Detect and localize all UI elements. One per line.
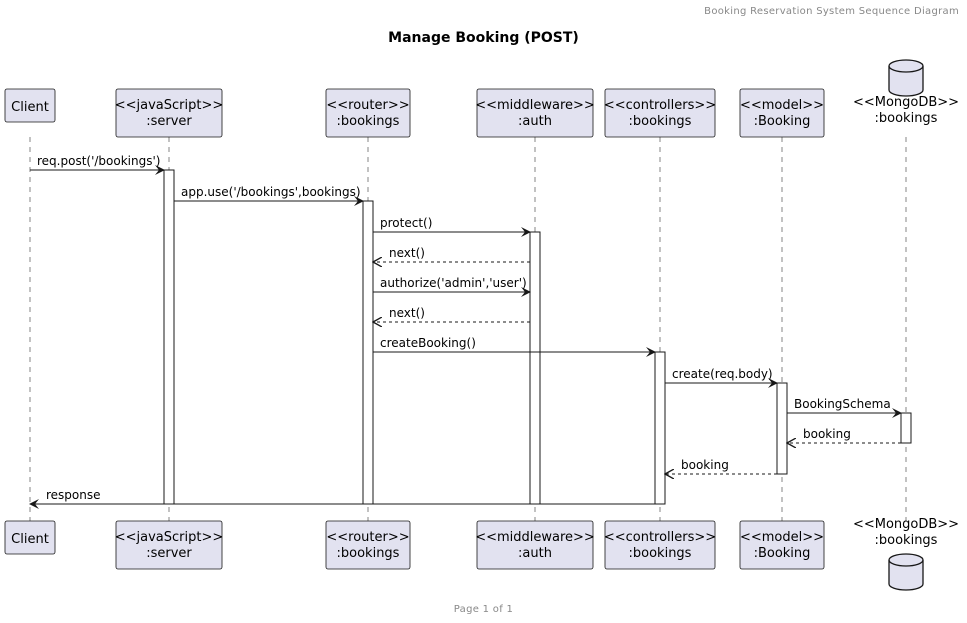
participant-box <box>4 520 56 555</box>
message-9: BookingSchema <box>787 397 902 418</box>
message-label: BookingSchema <box>794 397 891 411</box>
participant-model-bottom: <<model>>:Booking <box>739 520 825 570</box>
activation-bar-auth <box>529 231 541 505</box>
message-label: protect() <box>380 216 432 230</box>
message-label: app.use('/bookings',bookings) <box>181 185 361 199</box>
participant-controller-top: <<controllers>>:bookings <box>604 88 716 138</box>
participant-box <box>115 88 223 138</box>
participant-label: <<javaScript>> <box>115 530 224 545</box>
participant-label: <<MongoDB>> <box>853 517 959 532</box>
message-7: createBooking() <box>373 336 656 357</box>
participant-label: :bookings <box>337 114 400 129</box>
activation-bars <box>163 169 912 505</box>
participant-label: :Booking <box>754 546 811 561</box>
participant-label: <<middleware>> <box>475 530 595 545</box>
lifelines <box>29 137 907 521</box>
participants-top: Client<<javaScript>>:server<<router>>:bo… <box>4 59 959 138</box>
message-label: create(req.body) <box>672 367 773 381</box>
participant-client-top: Client <box>4 88 56 123</box>
participant-controller-bottom: <<controllers>>:bookings <box>604 520 716 570</box>
participant-server-bottom: <<javaScript>>:server <box>115 520 224 570</box>
message-label: booking <box>681 458 729 472</box>
message-3: protect() <box>373 216 531 237</box>
participant-box <box>325 88 411 138</box>
participant-box <box>604 88 716 138</box>
database-icon <box>888 553 924 591</box>
activation-bar-db <box>900 412 912 444</box>
participant-label: <<model>> <box>740 98 824 113</box>
diagram-title: Manage Booking (POST) <box>388 30 579 46</box>
participant-box <box>325 520 411 570</box>
message-4: next() <box>373 246 530 262</box>
message-label: booking <box>803 427 851 441</box>
participant-label: <<controllers>> <box>604 98 716 113</box>
participant-model-top: <<model>>:Booking <box>739 88 825 138</box>
participant-client-bottom: Client <box>4 520 56 555</box>
message-label: next() <box>389 246 425 260</box>
participants-bottom: Client<<javaScript>>:server<<router>>:bo… <box>4 517 959 591</box>
participant-label: <<model>> <box>740 530 824 545</box>
participant-label: <<router>> <box>326 530 409 545</box>
participant-label: <<middleware>> <box>475 98 595 113</box>
participant-box <box>476 88 594 138</box>
message-label: response <box>46 488 101 502</box>
participant-label: :bookings <box>875 533 938 548</box>
database-icon <box>888 59 924 97</box>
participant-label: :server <box>146 546 192 561</box>
page-footer: Page 1 of 1 <box>453 604 514 615</box>
participant-label: :auth <box>518 114 552 129</box>
activation-bar-server <box>163 169 175 505</box>
message-label: req.post('/bookings') <box>37 154 160 168</box>
participant-server-top: <<javaScript>>:server <box>115 88 224 138</box>
message-10: booking <box>787 427 901 443</box>
participant-label: <<controllers>> <box>604 530 716 545</box>
message-11: booking <box>665 458 777 474</box>
diagram-header-note: Booking Reservation System Sequence Diag… <box>704 6 959 17</box>
participant-box <box>476 520 594 570</box>
participant-label: :Booking <box>754 114 811 129</box>
participant-db-top: <<MongoDB>>:bookings <box>853 59 959 126</box>
messages: req.post('/bookings') app.use('/bookings'… <box>29 154 902 509</box>
participant-label: :bookings <box>875 111 938 126</box>
participant-router-top: <<router>>:bookings <box>325 88 411 138</box>
participant-label: :auth <box>518 546 552 561</box>
participant-box <box>739 88 825 138</box>
participant-label: :bookings <box>629 114 692 129</box>
participant-box <box>739 520 825 570</box>
activation-bar-controller <box>654 351 666 505</box>
message-6: next() <box>373 306 530 322</box>
participant-label: :bookings <box>337 546 400 561</box>
participant-auth-top: <<middleware>>:auth <box>475 88 595 138</box>
message-label: next() <box>389 306 425 320</box>
participant-label: :bookings <box>629 546 692 561</box>
participant-router-bottom: <<router>>:bookings <box>325 520 411 570</box>
participant-label: <<router>> <box>326 98 409 113</box>
message-12: response <box>29 488 655 509</box>
participant-label: :server <box>146 114 192 129</box>
participant-box <box>115 520 223 570</box>
activation-bar-model <box>776 382 788 475</box>
message-2: app.use('/bookings',bookings) <box>174 185 364 206</box>
message-label: authorize('admin','user') <box>380 276 527 290</box>
message-label: createBooking() <box>380 336 476 350</box>
participant-box <box>4 88 56 123</box>
participant-db-bottom: <<MongoDB>>:bookings <box>853 517 959 591</box>
participant-auth-bottom: <<middleware>>:auth <box>475 520 595 570</box>
message-8: create(req.body) <box>665 367 778 388</box>
participant-box <box>604 520 716 570</box>
participant-label: <<MongoDB>> <box>853 95 959 110</box>
activation-bar-router <box>362 200 374 505</box>
message-5: authorize('admin','user') <box>373 276 531 297</box>
participant-label: <<javaScript>> <box>115 98 224 113</box>
participant-label: Client <box>11 100 49 115</box>
participant-label: Client <box>11 532 49 547</box>
message-1: req.post('/bookings') <box>30 154 165 175</box>
